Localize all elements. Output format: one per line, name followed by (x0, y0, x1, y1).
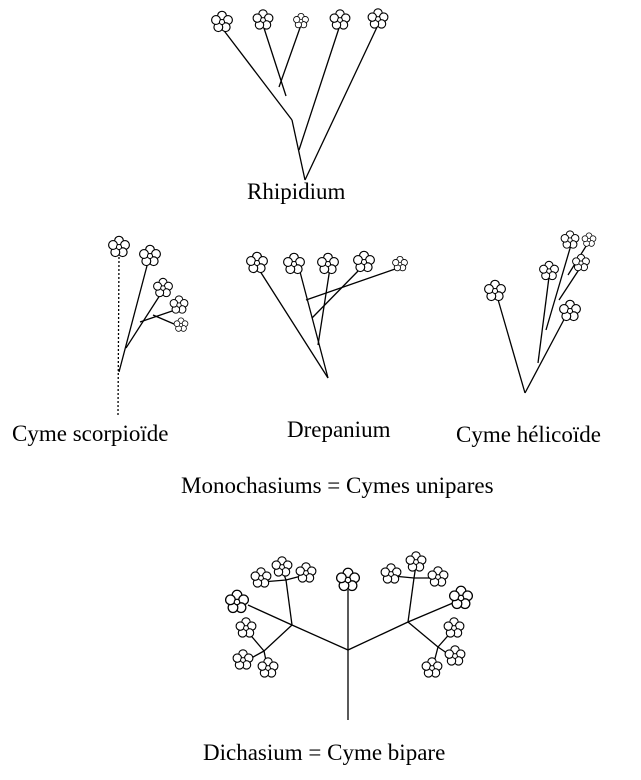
flower-icon (251, 568, 271, 587)
cyme-helicoide-diagram (485, 231, 596, 393)
flower-icon (560, 300, 581, 320)
flower-icon (485, 280, 506, 300)
flower-icon (444, 618, 464, 637)
cyme-scorpioide-branches (118, 255, 181, 415)
flower-icon (450, 586, 473, 608)
flower-icon (573, 254, 590, 270)
flower-icon (233, 650, 253, 669)
flower-icon (540, 261, 559, 279)
rhipidium-label: Rhipidium (247, 180, 345, 203)
flower-icon (406, 552, 426, 571)
monochasiums-caption: Monochasiums = Cymes unipares (181, 474, 494, 497)
cyme-scorpioide-label: Cyme scorpioïde (12, 422, 169, 445)
flower-icon (422, 658, 442, 677)
flower-icon (318, 253, 339, 273)
rhipidium-branches (222, 25, 378, 180)
flower-icon (337, 568, 360, 590)
flower-icon (109, 236, 130, 256)
flower-icon (212, 11, 233, 31)
dichasium-caption: Dichasium = Cyme bipare (203, 741, 445, 764)
drepanium-diagram (247, 251, 408, 378)
flower-icon (582, 233, 596, 247)
flower-icon (170, 296, 188, 313)
rhipidium-diagram (212, 9, 388, 180)
flower-icon (247, 252, 268, 272)
flower-icon (154, 278, 173, 296)
flower-icon (296, 563, 316, 582)
flower-icon (272, 557, 292, 576)
flower-icon (140, 245, 161, 265)
flower-icon (428, 567, 448, 586)
flower-icon (330, 10, 350, 29)
flower-icon (445, 646, 465, 665)
flower-icon (393, 256, 408, 270)
drepanium-label: Drepanium (287, 418, 390, 441)
flower-icon (354, 251, 375, 271)
flower-icon (284, 253, 305, 273)
flower-icon (381, 564, 401, 583)
dichasium-diagram (226, 552, 473, 720)
flower-icon (236, 618, 256, 637)
flower-icon (294, 13, 309, 27)
cyme-scorpioide-diagram (109, 236, 188, 415)
flower-icon (368, 9, 388, 28)
flower-icon (561, 231, 579, 248)
flower-icon (226, 590, 249, 612)
cyme-helicoide-label: Cyme hélicoïde (456, 423, 601, 446)
flower-icon (253, 10, 273, 29)
flower-icon (258, 658, 278, 677)
drepanium-branches (258, 268, 398, 378)
flower-icon (174, 318, 188, 332)
